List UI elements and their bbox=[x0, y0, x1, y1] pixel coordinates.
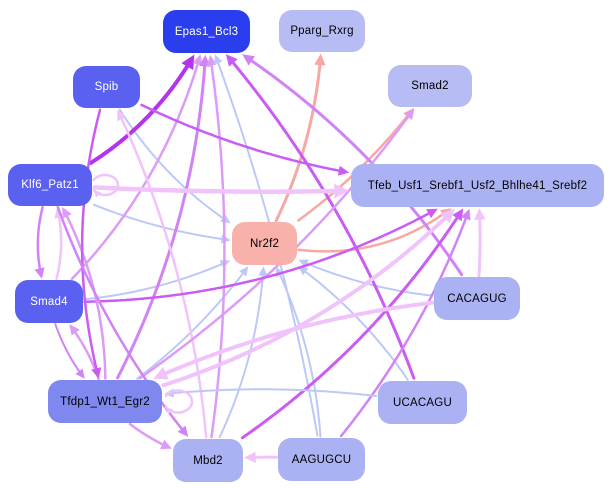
arrowhead bbox=[337, 165, 350, 176]
edge-mbd2-tfeb bbox=[240, 214, 460, 440]
arrowhead bbox=[239, 266, 249, 277]
edge-mbd2-nr2f2 bbox=[218, 271, 265, 439]
arrowhead bbox=[452, 208, 464, 222]
arrowhead bbox=[225, 54, 238, 67]
node-label: Spib bbox=[94, 81, 119, 93]
node-epas1[interactable]: Epas1_Bcl3 bbox=[163, 10, 250, 53]
arrowhead bbox=[206, 54, 217, 66]
edge-mbd2-spib bbox=[119, 114, 208, 439]
node-smad4[interactable]: Smad4 bbox=[15, 280, 83, 323]
arrowhead bbox=[461, 208, 471, 221]
edge-ucacagu-nr2f2 bbox=[302, 268, 409, 381]
node-label: Smad2 bbox=[411, 80, 449, 92]
edge-klf6-smad4 bbox=[36, 205, 44, 274]
node-label: Epas1_Bcl3 bbox=[174, 25, 239, 38]
node-spib[interactable]: Spib bbox=[73, 66, 140, 108]
edge-tfdp1-mbd2 bbox=[128, 422, 167, 447]
edge-tfdp1-epas1 bbox=[116, 62, 207, 380]
self-loop-tfdp1 bbox=[164, 389, 194, 414]
edge-cacagug-tfeb bbox=[477, 214, 482, 278]
arrowhead bbox=[314, 53, 326, 66]
edge-smad4-tfdp1 bbox=[54, 323, 82, 375]
arrowhead bbox=[69, 324, 80, 336]
node-ucacagu[interactable]: UCACAGU bbox=[378, 381, 467, 424]
node-cacagug[interactable]: CACAGUG bbox=[434, 277, 520, 320]
arrowhead bbox=[160, 439, 172, 450]
edge-spib-tfdp1 bbox=[80, 108, 102, 373]
edge-smad4-epas1 bbox=[70, 60, 200, 281]
node-label: Tfdp1_Wt1_Egr2 bbox=[60, 395, 150, 408]
arrowhead bbox=[165, 407, 174, 415]
edge-klf6-epas1 bbox=[89, 60, 192, 165]
node-label: UCACAGU bbox=[393, 396, 452, 409]
arrowhead bbox=[214, 54, 223, 65]
node-nr2f2[interactable]: Nr2f2 bbox=[232, 222, 297, 265]
edge-mbd2-epas1 bbox=[209, 61, 226, 439]
arrowhead bbox=[62, 207, 72, 219]
node-tfdp1[interactable]: Tfdp1_Wt1_Egr2 bbox=[48, 380, 162, 423]
arrowhead bbox=[298, 259, 309, 268]
arrowhead bbox=[192, 54, 203, 66]
node-label: AAGUGCU bbox=[291, 453, 352, 466]
arrowhead bbox=[153, 366, 169, 380]
node-mbd2[interactable]: Mbd2 bbox=[173, 439, 243, 482]
node-label: CACAGUG bbox=[447, 292, 507, 305]
edge-klf6-nr2f2 bbox=[92, 203, 226, 241]
arrowhead bbox=[34, 267, 45, 279]
arrowhead bbox=[258, 266, 268, 277]
edge-nr2f2-tfeb bbox=[297, 211, 447, 253]
node-label: Tfeb_Usf1_Srebf1_Usf2_Bhlhe41_Srebf2 bbox=[367, 179, 588, 192]
edge-smad4-tfeb bbox=[83, 211, 432, 303]
arrowhead bbox=[474, 208, 486, 220]
arrowhead bbox=[440, 208, 455, 224]
edge-smad4-nr2f2 bbox=[83, 262, 226, 301]
node-label: Klf6_Patz1 bbox=[21, 179, 79, 191]
node-label: Mbd2 bbox=[193, 454, 223, 467]
arrowhead bbox=[220, 234, 231, 244]
edge-tfdp1-tfeb bbox=[161, 213, 450, 388]
edge-aagugcu-tfeb bbox=[339, 214, 469, 438]
edge-cacagug-epas1 bbox=[248, 57, 464, 277]
edge-tfdp1-nr2f2 bbox=[136, 270, 246, 380]
node-smad2[interactable]: Smad2 bbox=[388, 65, 472, 107]
node-label: Smad4 bbox=[30, 295, 68, 308]
arrowhead bbox=[426, 208, 438, 219]
arrowhead bbox=[181, 54, 195, 70]
arrowhead bbox=[242, 54, 255, 66]
edge-spib-tfeb bbox=[140, 103, 344, 173]
arrowhead bbox=[93, 190, 102, 198]
arrowhead bbox=[244, 451, 256, 463]
self-loop-klf6 bbox=[92, 173, 120, 197]
edge-ucacagu-tfdp1 bbox=[170, 388, 378, 397]
edge-ucacagu-epas1 bbox=[229, 58, 416, 380]
edge-klf6-tfeb bbox=[92, 185, 342, 194]
arrowhead bbox=[177, 425, 189, 437]
arrowhead bbox=[220, 214, 231, 224]
arrowhead bbox=[334, 183, 350, 199]
node-tfeb[interactable]: Tfeb_Usf1_Srebf1_Usf2_Bhlhe41_Srebf2 bbox=[351, 164, 604, 207]
edge-aagugcu-nr2f2 bbox=[277, 271, 322, 438]
node-label: Nr2f2 bbox=[249, 237, 280, 250]
arrowhead bbox=[75, 368, 85, 379]
node-label: Pparg_Rxrg bbox=[290, 25, 354, 37]
edge-cacagug-tfdp1 bbox=[161, 300, 435, 377]
node-pparg[interactable]: Pparg_Rxrg bbox=[279, 10, 365, 52]
edge-smad4-klf6 bbox=[55, 212, 63, 281]
node-aagugcu[interactable]: AAGUGCU bbox=[278, 438, 365, 481]
arrowhead bbox=[404, 108, 415, 120]
arrowhead bbox=[91, 367, 102, 379]
arrowhead bbox=[117, 109, 127, 122]
edge-nr2f2-pparg bbox=[274, 60, 322, 223]
node-klf6[interactable]: Klf6_Patz1 bbox=[8, 164, 92, 206]
